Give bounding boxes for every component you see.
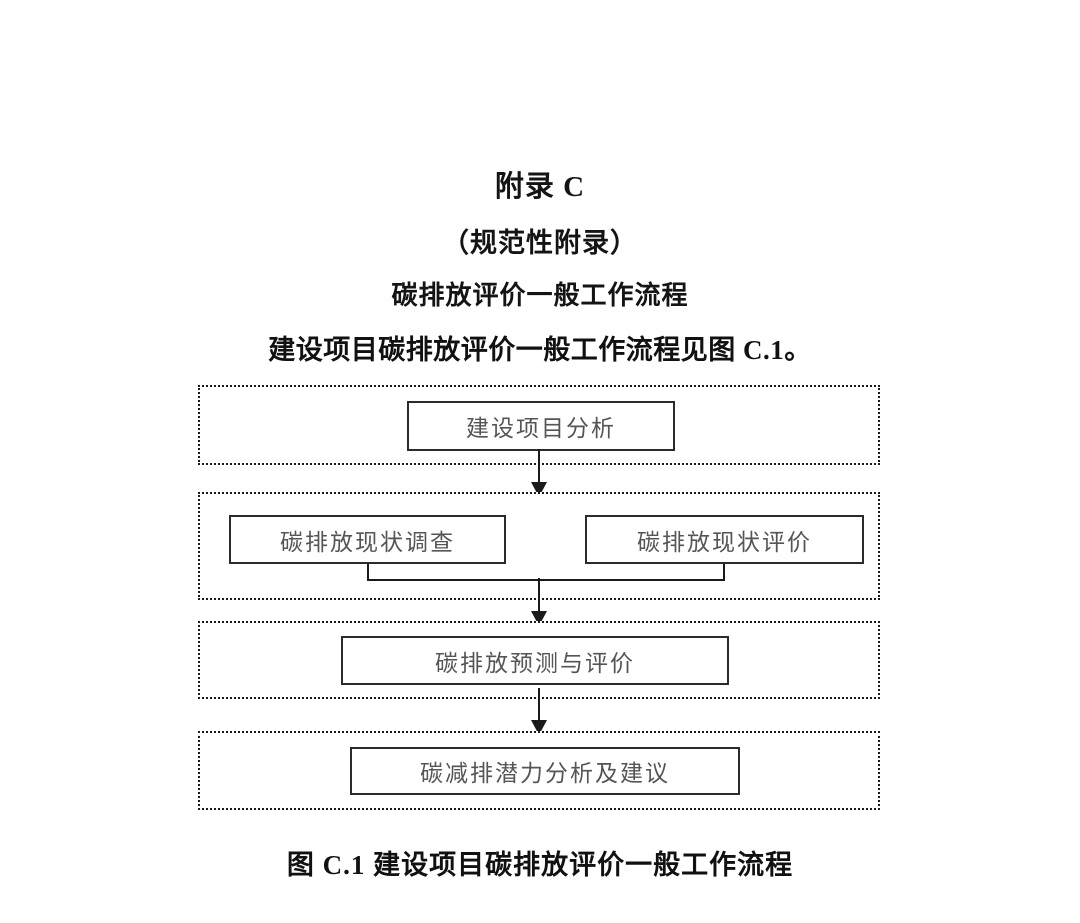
connector-arrow-1-shaft (538, 449, 540, 485)
flow-node-construction-project-analysis: 建设项目分析 (407, 401, 675, 451)
connector-arrow-2-shaft (538, 578, 540, 614)
flowchart-diagram: 建设项目分析 碳排放现状调查 碳排放现状评价 碳排放预测与评价 碳减排潜力分析及… (198, 385, 880, 810)
figure-caption: 图 C.1 建设项目碳排放评价一般工作流程 (286, 850, 794, 880)
flow-node-carbon-emission-forecast-evaluation: 碳排放预测与评价 (341, 636, 729, 685)
merge-bracket-right-stem (723, 564, 725, 581)
appendix-subtitle: （规范性附录） (442, 228, 638, 258)
intro-paragraph: 建设项目碳排放评价一般工作流程见图 C.1。 (268, 335, 812, 365)
flow-node-carbon-emission-status-survey: 碳排放现状调查 (229, 515, 506, 564)
flow-node-carbon-emission-status-evaluation: 碳排放现状评价 (585, 515, 864, 564)
appendix-section-title: 碳排放评价一般工作流程 (391, 281, 689, 310)
merge-bracket-bar (367, 579, 725, 581)
flow-node-carbon-reduction-potential-analysis: 碳减排潜力分析及建议 (350, 747, 740, 795)
flowchart-stage-3: 碳排放预测与评价 (198, 621, 880, 699)
merge-bracket-left-stem (367, 564, 369, 581)
appendix-title: 附录 C (494, 171, 586, 203)
flowchart-stage-4: 碳减排潜力分析及建议 (198, 731, 880, 810)
connector-arrow-3-shaft (538, 688, 540, 723)
